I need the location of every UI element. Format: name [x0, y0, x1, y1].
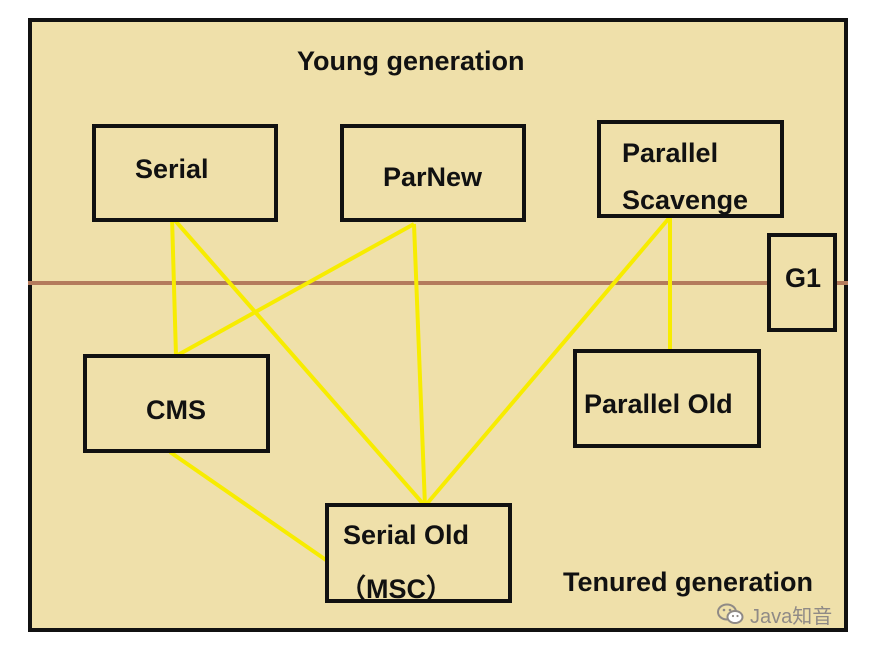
collector-g1-label: G1: [785, 263, 822, 293]
link-parnew-cms: [175, 222, 415, 358]
collector-parnew: ParNew: [340, 124, 526, 222]
collector-parallel-scavenge-label-line1: Parallel: [622, 138, 719, 168]
wechat-icon: [717, 603, 744, 624]
watermark-text: Java知音: [750, 605, 833, 628]
link-parnew-serial-old: [412, 223, 427, 507]
link-serial-serial-old: [170, 215, 427, 508]
collector-cms-label: CMS: [146, 395, 206, 425]
collector-parallel-old-label: Parallel Old: [584, 389, 733, 419]
watermark: Java知音: [716, 598, 832, 630]
collector-cms: CMS: [83, 354, 270, 453]
collector-parallel-old: Parallel Old: [573, 349, 761, 448]
tenured-generation-label: Tenured generation: [563, 567, 814, 597]
collector-g1: G1: [767, 233, 837, 332]
link-parallel-scavenge-serial-old: [423, 215, 672, 508]
link-cms-serial-old: [168, 450, 328, 562]
collector-parnew-label: ParNew: [383, 162, 483, 192]
collector-parallel-scavenge-label-line2: Scavenge: [622, 185, 749, 215]
collector-serial-label: Serial: [135, 154, 209, 184]
link-serial-cms: [170, 216, 178, 357]
collector-serial-old: Serial Old （MSC）: [325, 503, 512, 604]
collector-serial: Serial: [92, 124, 278, 222]
collector-parallel-scavenge: Parallel Scavenge: [597, 120, 784, 218]
young-generation-label: Young generation: [297, 46, 525, 76]
collector-serial-old-label-line2: （MSC）: [339, 574, 453, 604]
collector-serial-old-label-line1: Serial Old: [343, 520, 470, 550]
